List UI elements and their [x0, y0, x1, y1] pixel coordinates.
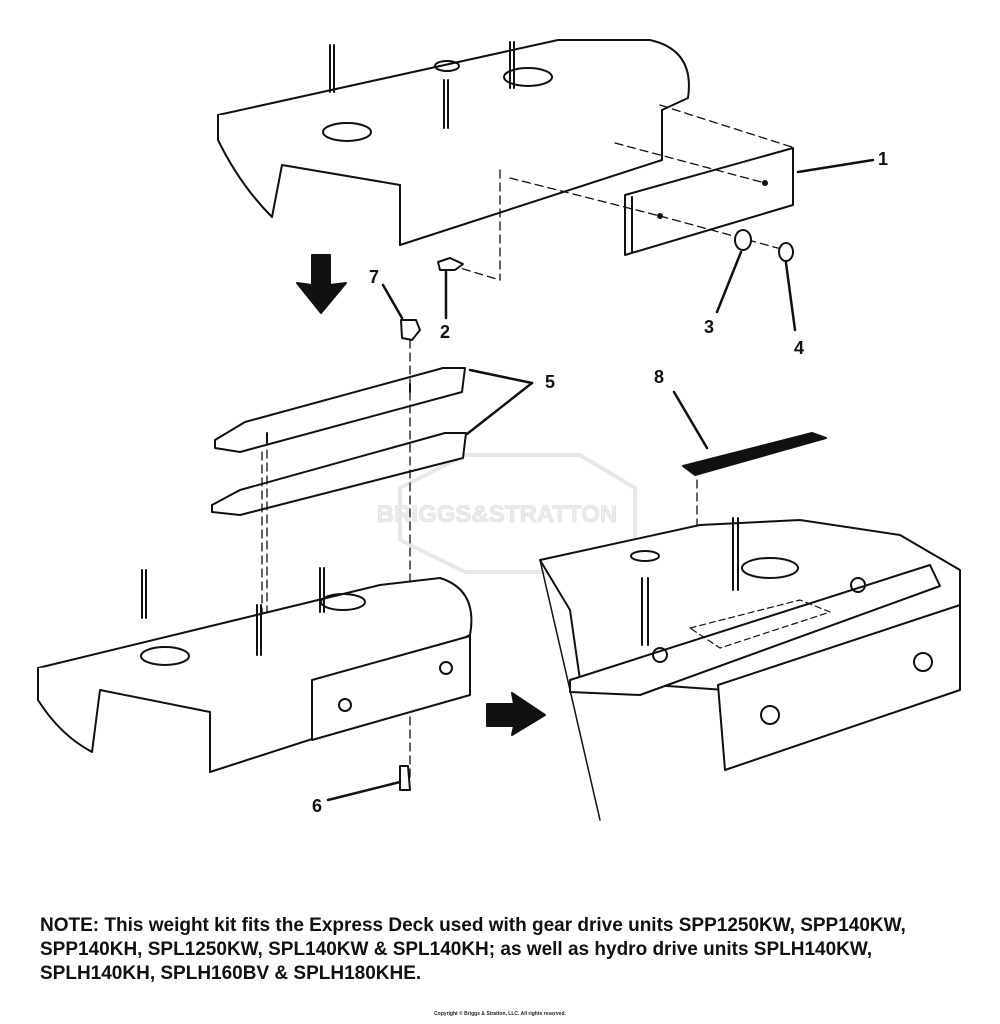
washer-part-3	[734, 229, 752, 251]
compatibility-note: NOTE: This weight kit fits the Express D…	[40, 915, 906, 984]
nut-part-7	[400, 319, 421, 341]
nut-part-4	[778, 242, 794, 262]
bottom-mower-deck-assembled	[37, 567, 473, 773]
close-up-assembled-view	[539, 517, 961, 821]
weight-bar-part-1	[624, 147, 794, 256]
right-arrow-icon	[486, 692, 546, 736]
exploded-parts-diagram: BRIGGS&STRATTON	[37, 39, 961, 821]
callout-7: 7	[369, 267, 379, 287]
bolt-part-2	[437, 257, 464, 271]
weight-plates-part-5	[211, 367, 467, 516]
bolt-part-6	[399, 765, 411, 791]
callout-3: 3	[704, 317, 714, 337]
callout-4: 4	[794, 338, 804, 358]
callout-8: 8	[654, 367, 664, 387]
callout-1: 1	[878, 149, 888, 169]
decal-part-8	[682, 432, 827, 476]
callout-6: 6	[312, 796, 322, 816]
svg-text:BRIGGS&STRATTON: BRIGGS&STRATTON	[377, 501, 617, 528]
top-mower-deck	[217, 39, 690, 246]
copyright-text: Copyright © Briggs & Stratton, LLC. All …	[434, 1011, 566, 1017]
down-arrow-icon	[296, 254, 347, 314]
callout-2: 2	[440, 322, 450, 342]
callout-leaders	[326, 158, 875, 802]
callout-5: 5	[545, 372, 555, 392]
watermark-logo: BRIGGS&STRATTON	[376, 453, 637, 574]
alignment-lines-top	[449, 104, 796, 281]
